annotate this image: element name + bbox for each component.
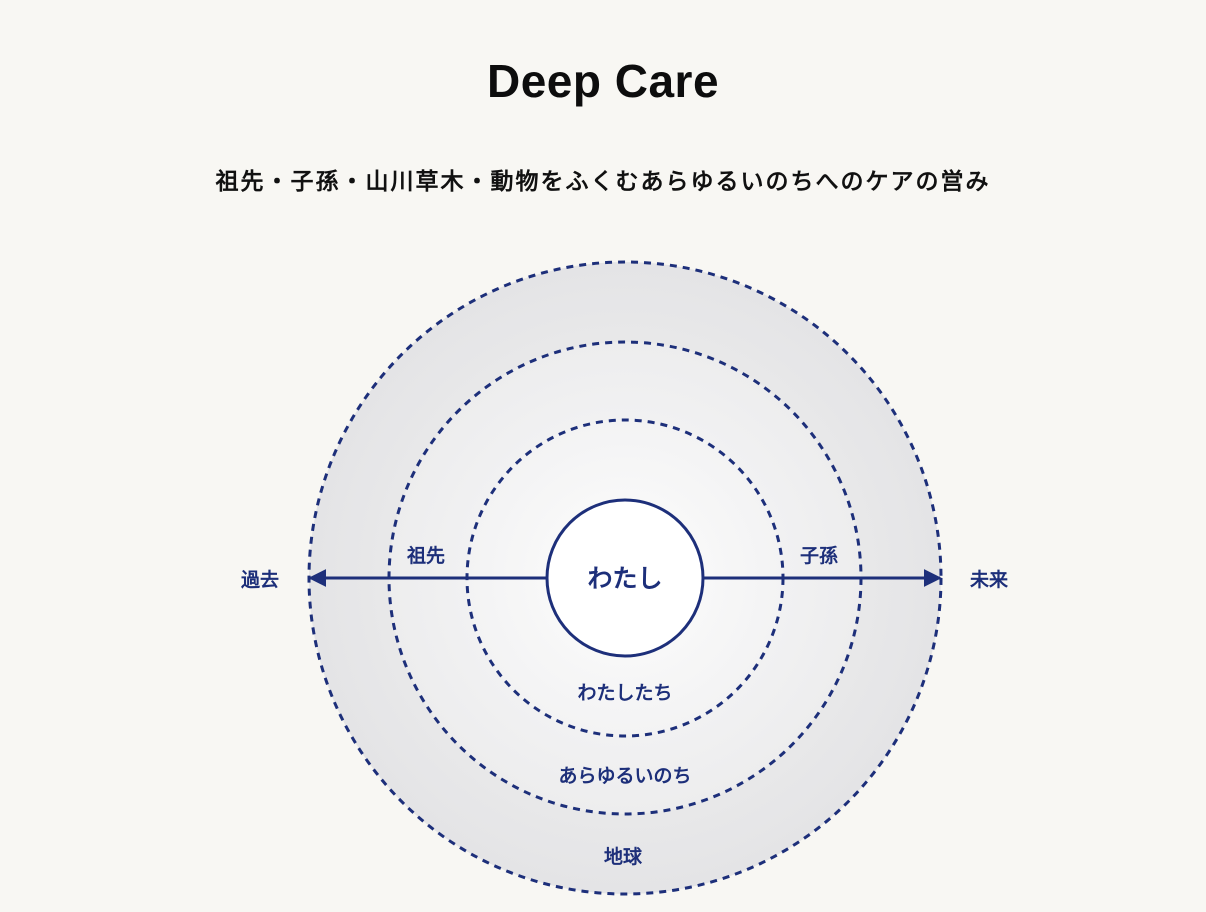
ring-us-label: わたしたち: [577, 682, 672, 704]
descendants-label: 子孫: [800, 544, 838, 567]
page-title: Deep Care: [486, 55, 720, 107]
center-label: わたし: [587, 564, 662, 593]
ring-earth-label: 地球: [604, 845, 643, 868]
future-label: 未来: [969, 568, 1008, 591]
center-circle: [545, 498, 705, 658]
page-subtitle: 祖先・子孫・山川草木・動物をふくむあらゆるいのちへのケアの営み: [215, 169, 991, 195]
ring-all-life-label: あらゆるいのち: [558, 765, 691, 787]
past-label: 過去: [241, 568, 279, 591]
ancestors-label: 祖先: [406, 544, 445, 567]
